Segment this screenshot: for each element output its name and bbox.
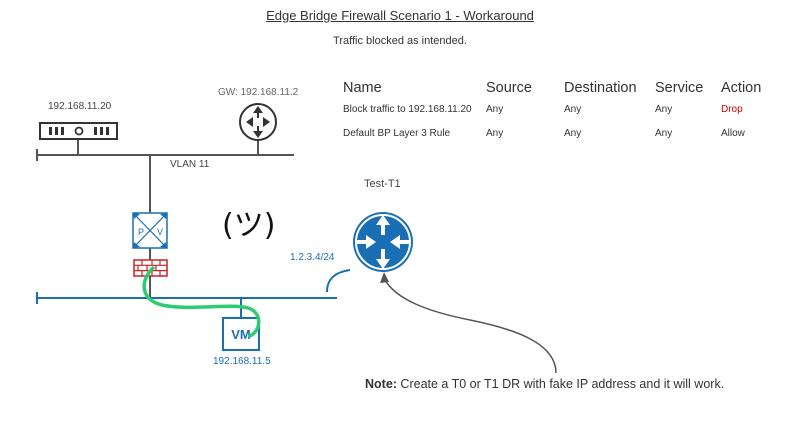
traffic-path	[142, 266, 261, 338]
t1-router-icon	[353, 212, 413, 272]
server-icon	[39, 122, 118, 140]
rule-1-service: Any	[655, 104, 673, 115]
page-title: Edge Bridge Firewall Scenario 1 - Workar…	[266, 8, 534, 23]
note-arrow-line	[383, 277, 557, 374]
rule-1-source: Any	[486, 104, 504, 115]
vm-ip-label: 192.168.11.5	[213, 356, 271, 367]
rule-1-name: Block traffic to 192.168.11.20	[343, 104, 472, 115]
note-text: Create a T0 or T1 DR with fake IP addres…	[396, 377, 725, 391]
bridge-p-label: P	[138, 227, 144, 237]
column-header-source: Source	[486, 80, 532, 96]
column-header-name: Name	[343, 80, 382, 96]
router-name-label: Test-T1	[364, 178, 401, 190]
note-arrow-head	[380, 272, 389, 283]
vm-label: VM	[231, 327, 251, 342]
column-header-destination: Destination	[564, 80, 637, 96]
router-uplink-arc	[326, 269, 351, 293]
rule-2-source: Any	[486, 128, 504, 139]
shrug-kaomoji: (ツ)	[222, 208, 276, 243]
workaround-note: Note: Create a T0 or T1 DR with fake IP …	[365, 377, 724, 391]
vlan-label: VLAN 11	[170, 159, 210, 170]
rule-2-service: Any	[655, 128, 673, 139]
bridge-icon	[132, 212, 168, 249]
rule-2-action: Allow	[721, 128, 745, 139]
router-ip-label: 1.2.3.4/24	[290, 252, 335, 263]
rule-1-action: Drop	[721, 104, 743, 115]
note-prefix: Note:	[365, 377, 397, 391]
bridge-v-label: V	[157, 227, 163, 237]
gateway-router-icon	[239, 103, 277, 141]
rule-2-name: Default BP Layer 3 Rule	[343, 128, 451, 139]
page-subtitle: Traffic blocked as intended.	[333, 35, 467, 47]
rule-2-destination: Any	[564, 128, 582, 139]
gateway-ip-label: GW: 192.168.11.2	[218, 87, 299, 98]
column-header-action: Action	[721, 80, 762, 96]
server-ip-label: 192.168.11.20	[48, 101, 112, 112]
rule-1-destination: Any	[564, 104, 582, 115]
column-header-service: Service	[655, 80, 704, 96]
